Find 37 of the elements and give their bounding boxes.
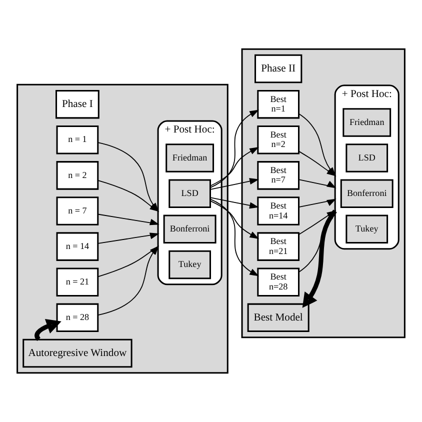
node-box: Friedman xyxy=(342,108,392,137)
arrow xyxy=(210,197,259,209)
node-box: Best n=2 xyxy=(257,126,300,154)
node-box: n = 28 xyxy=(56,303,99,332)
node-box: LSD xyxy=(346,144,388,172)
arrow xyxy=(210,198,260,276)
node-box: n = 1 xyxy=(56,126,99,154)
arrow xyxy=(210,178,259,190)
node-box: Phase II xyxy=(254,54,302,84)
node-box: Tukey xyxy=(168,250,211,280)
node-box: Tukey xyxy=(346,214,388,244)
node-box: Autoregresive Window xyxy=(22,338,132,368)
arrow xyxy=(210,200,260,239)
arrow xyxy=(298,179,336,188)
node-box: Best n=14 xyxy=(257,196,300,226)
cluster xyxy=(241,48,406,338)
node-box: Best Model xyxy=(247,303,310,332)
arrow xyxy=(34,318,62,341)
node-box: Bonferroni xyxy=(163,214,216,244)
node-box: Phase I xyxy=(56,90,100,119)
node-box: Bonferroni xyxy=(340,179,394,208)
cluster xyxy=(16,84,228,374)
arrow xyxy=(298,198,336,208)
node-box: n = 14 xyxy=(56,232,99,261)
node-box: Best n=1 xyxy=(257,90,300,119)
arrow xyxy=(98,214,160,226)
arrow xyxy=(210,146,260,186)
node-box: LSD xyxy=(168,179,211,208)
node-box: Best n=28 xyxy=(257,268,300,296)
node-box: Best n=7 xyxy=(257,161,300,190)
node-box: n = 2 xyxy=(56,161,99,190)
arrow xyxy=(98,232,160,244)
arrow xyxy=(210,110,260,188)
node-box: Best n=21 xyxy=(257,232,300,261)
node-box: n = 21 xyxy=(56,268,99,296)
node-box: Friedman xyxy=(166,144,214,172)
node-box: n = 7 xyxy=(56,196,99,226)
